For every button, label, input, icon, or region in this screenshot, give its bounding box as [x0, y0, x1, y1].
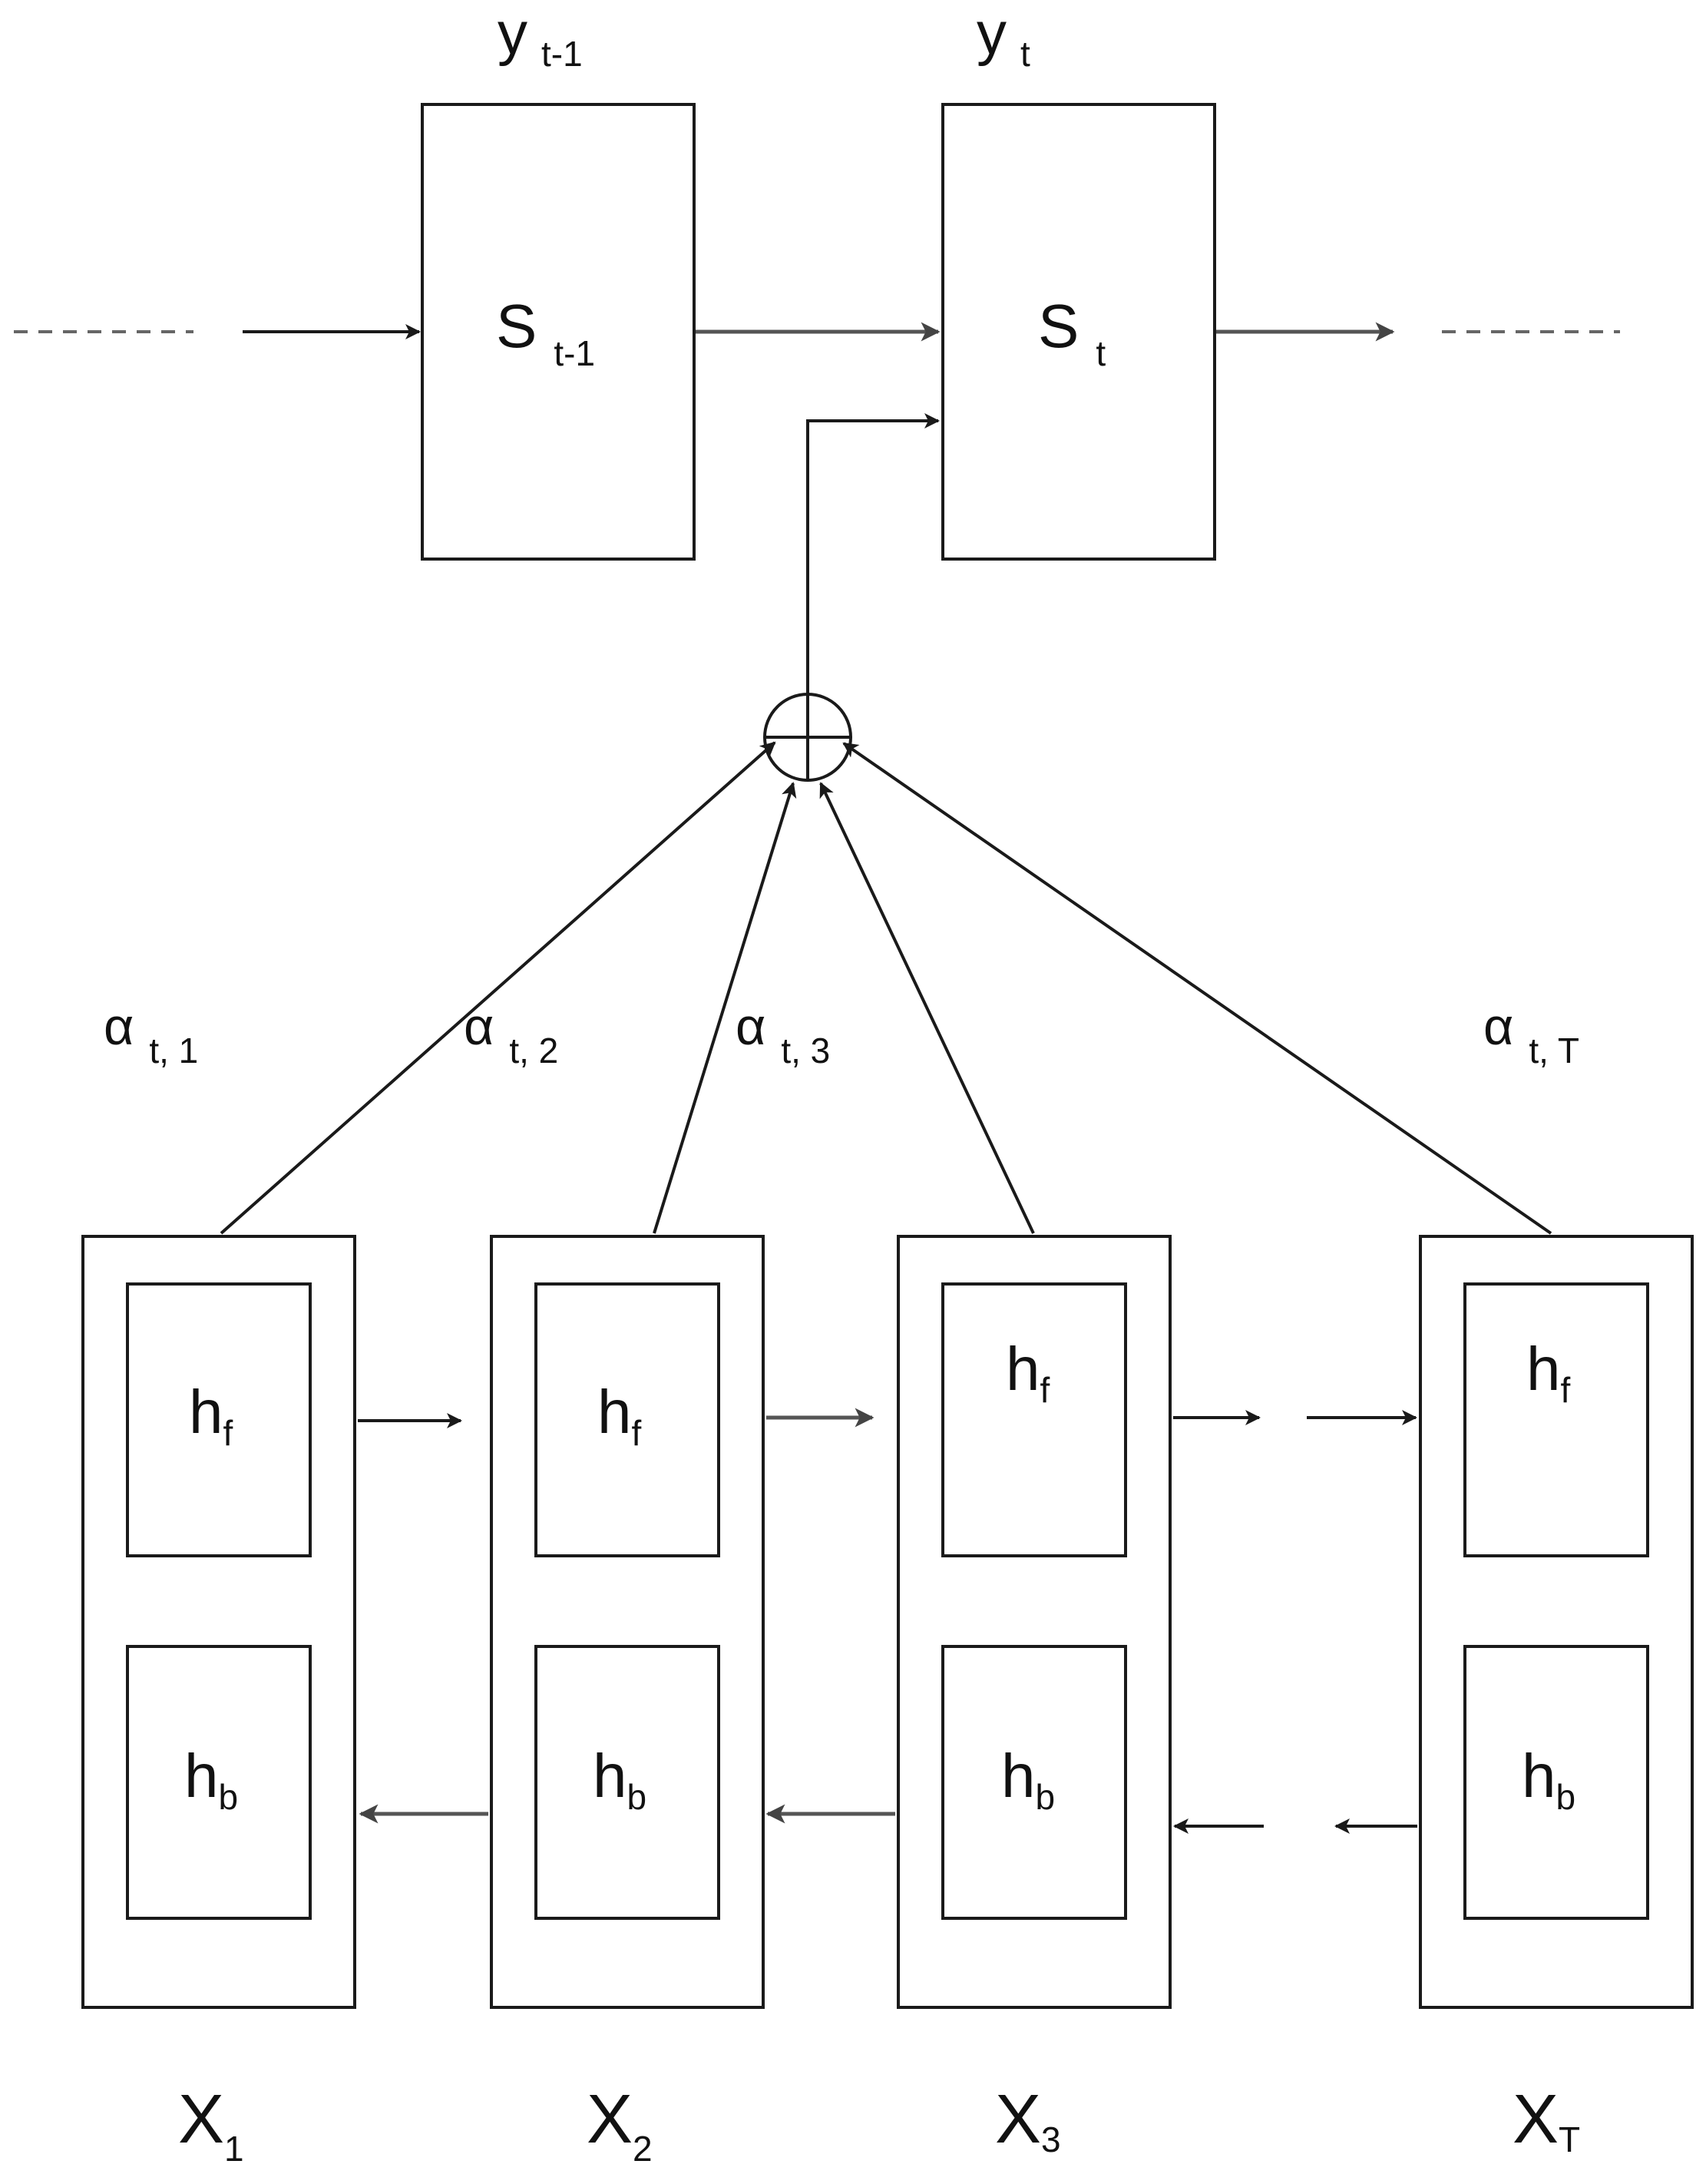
attention-arrow-1 — [220, 741, 776, 1235]
forward-state-box — [534, 1282, 720, 1557]
backward-state-box — [1463, 1645, 1649, 1920]
backward-state-label: hb — [593, 1742, 646, 1817]
input-label-3: X3 — [995, 2081, 1061, 2159]
input-label-1: X1 — [178, 2081, 244, 2169]
encoder-cell-T: hf hb — [1419, 1235, 1694, 2009]
backward-state-box — [534, 1645, 720, 1920]
backward-state-box — [941, 1645, 1127, 1920]
backward-state-label: hb — [1522, 1742, 1575, 1817]
forward-state-label: hf — [597, 1378, 642, 1453]
backward-state-label: hb — [1001, 1742, 1055, 1817]
decoder-state-curr-box — [941, 103, 1216, 561]
input-label-T: XT — [1513, 2081, 1580, 2159]
input-label-2: X2 — [587, 2081, 653, 2169]
forward-state-box — [941, 1282, 1127, 1557]
encoder-cell-3: hf hb — [897, 1235, 1172, 2009]
forward-state-label: hf — [189, 1378, 233, 1453]
backward-state-box — [126, 1645, 312, 1920]
encoder: hf hb hf hb hf hb — [81, 1235, 1694, 2169]
context-arrow — [806, 413, 940, 694]
forward-state-box — [1463, 1282, 1649, 1557]
encoder-cell-1: hf hb — [81, 1235, 356, 2009]
attention-arrow-T — [842, 742, 1552, 1235]
attention-arrow-2 — [653, 782, 797, 1234]
encoder-cell-2: hf hb — [490, 1235, 765, 2009]
backward-state-label: hb — [184, 1742, 238, 1817]
forward-state-box — [126, 1282, 312, 1557]
forward-state-label: hf — [1006, 1335, 1050, 1410]
forward-state-label: hf — [1526, 1335, 1571, 1410]
attention-arrow-3 — [819, 782, 1035, 1234]
decoder-state-prev-box — [421, 103, 696, 561]
